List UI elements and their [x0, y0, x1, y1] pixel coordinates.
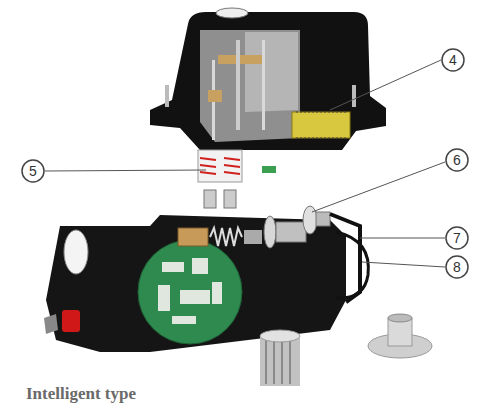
cutaway-interior — [200, 30, 300, 142]
callout-circle: 8 — [445, 255, 469, 279]
gauge-window — [64, 230, 88, 274]
callout-number: 8 — [445, 255, 469, 279]
terminal-board — [292, 112, 350, 138]
spring-assembly — [198, 150, 242, 208]
control-pcb — [138, 240, 242, 344]
leader-lines — [45, 60, 445, 267]
brass-block — [208, 90, 222, 102]
callout-ring — [446, 149, 468, 171]
callout-circle: 6 — [445, 148, 469, 172]
shaft-flange — [368, 314, 432, 358]
callout-ring — [22, 160, 44, 182]
callout-ring — [446, 256, 468, 278]
component — [262, 166, 276, 173]
callout-number: 7 — [445, 226, 469, 250]
gear-sleeve — [260, 330, 300, 386]
positioner-body — [46, 215, 346, 352]
callout-number: 5 — [21, 159, 45, 183]
feedback-lever — [336, 232, 368, 298]
shaft — [262, 40, 265, 130]
callout-ring — [442, 49, 464, 71]
callout-circle: 7 — [445, 226, 469, 250]
housing-cover — [150, 12, 386, 150]
red-knob — [62, 310, 80, 332]
feedback-shaft — [178, 206, 330, 248]
bolt — [352, 85, 356, 107]
callout-circle: 4 — [441, 48, 465, 72]
figure-caption: Intelligent type — [26, 384, 136, 404]
callout-number: 6 — [445, 148, 469, 172]
pcb-components — [158, 258, 222, 324]
interior-panel — [245, 32, 298, 112]
shaft — [236, 40, 240, 130]
callout-number: 4 — [441, 48, 465, 72]
callout-circle: 5 — [21, 159, 45, 183]
mounting-bracket — [330, 214, 360, 302]
screw — [44, 314, 58, 334]
bolt — [165, 85, 169, 107]
callout-ring — [446, 227, 468, 249]
cover-opening — [216, 8, 248, 18]
